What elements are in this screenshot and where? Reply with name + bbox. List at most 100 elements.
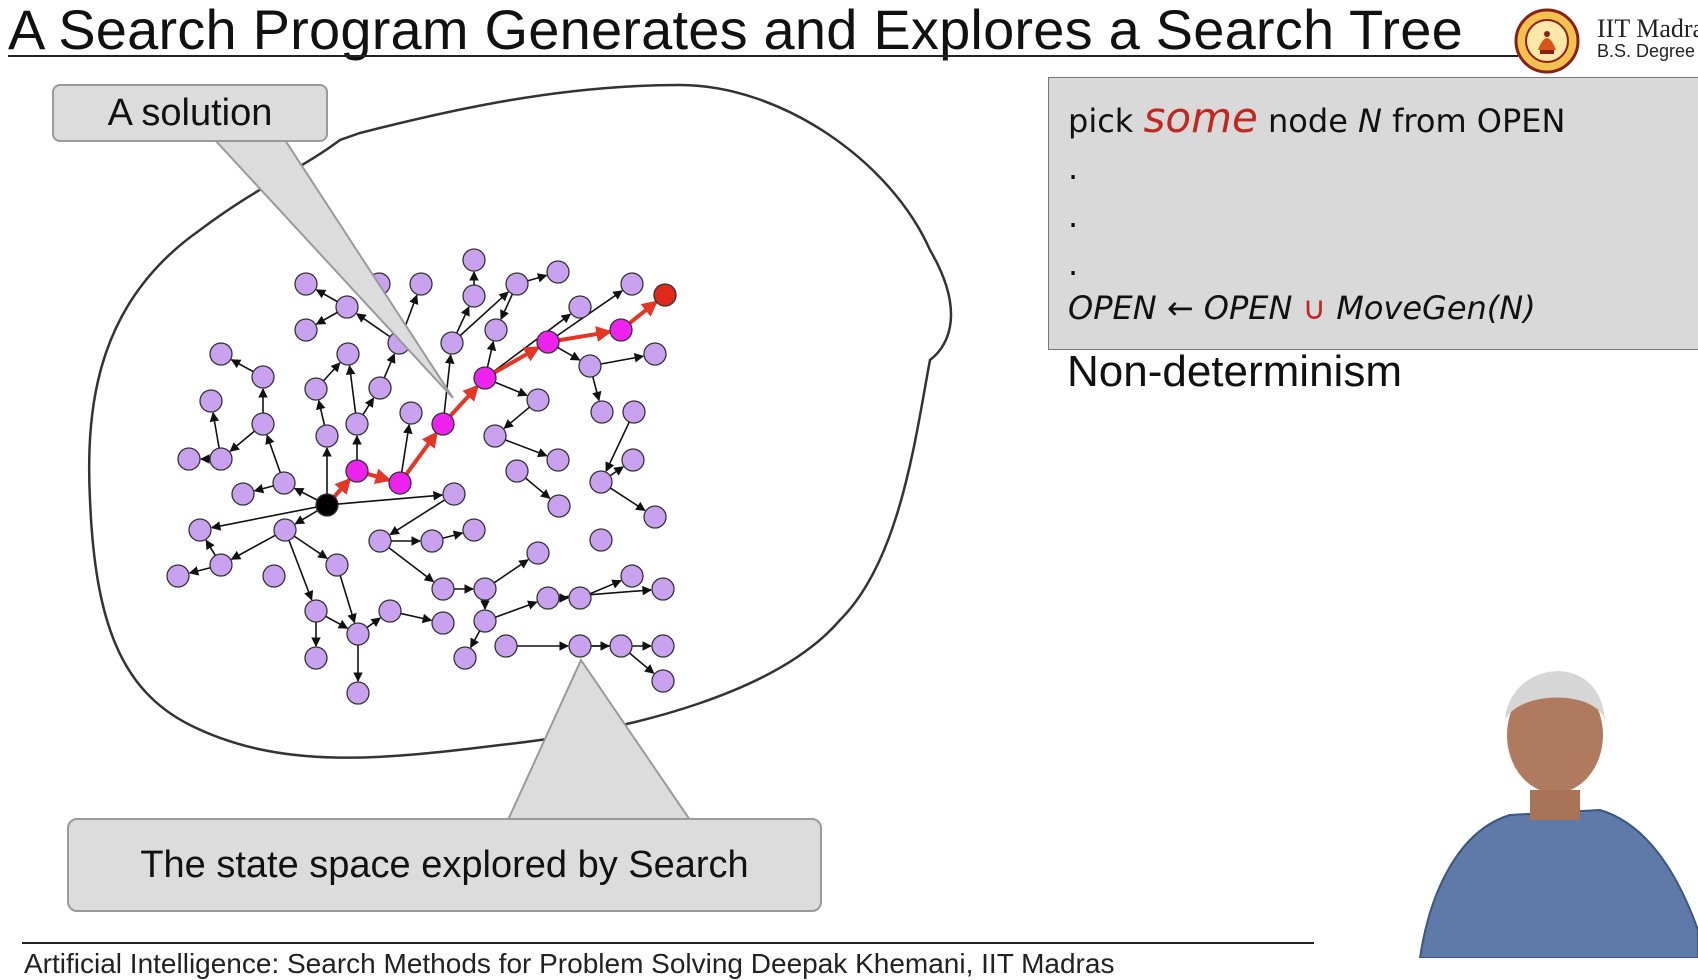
- tree-node: [526, 388, 550, 412]
- tree-node: [462, 284, 486, 308]
- tree-node: [462, 518, 486, 542]
- tree-node: [568, 586, 592, 610]
- solution-path-node: [388, 471, 412, 495]
- tree-edge: [229, 430, 256, 452]
- tree-node: [188, 518, 212, 542]
- state-space-callout-pointer: [506, 657, 692, 821]
- tree-edge: [315, 289, 338, 303]
- tree-edge: [486, 340, 497, 368]
- title-divider: [8, 55, 1518, 57]
- solution-path-node: [345, 459, 369, 483]
- code-from-open: from OPEN: [1381, 102, 1566, 140]
- tree-node: [177, 447, 201, 471]
- code-dot: .: [1068, 197, 1079, 235]
- logo-line2: B.S. Degree: [1597, 41, 1696, 61]
- code-line-update: OPEN ← OPEN ∪ MoveGen(N): [1068, 288, 1536, 328]
- tree-edge: [494, 381, 528, 397]
- tree-node: [378, 599, 402, 623]
- tree-edge: [388, 547, 435, 583]
- tree-node: [589, 470, 613, 494]
- tree-edge: [493, 313, 572, 373]
- tree-node: [505, 459, 529, 483]
- tree-edge: [455, 305, 470, 334]
- presenter-video: [1418, 671, 1698, 958]
- tree-edge: [293, 535, 328, 559]
- tree-node: [651, 577, 675, 601]
- tree-node: [643, 342, 667, 366]
- tree-node: [568, 295, 592, 319]
- tree-node: [505, 272, 529, 296]
- tree-edge: [609, 487, 646, 512]
- tree-edge: [345, 364, 357, 414]
- solution-path-edge: [448, 384, 480, 418]
- solution-path-edge: [367, 468, 392, 485]
- solution-path-edge: [628, 300, 659, 325]
- code-node-text: node: [1257, 102, 1359, 140]
- code-n-var: N: [1358, 102, 1382, 140]
- tree-edge: [628, 652, 655, 674]
- tree-edge: [294, 509, 318, 525]
- tree-edge: [293, 487, 318, 501]
- tree-edge: [592, 376, 602, 402]
- code-movegen: MoveGen(N): [1336, 289, 1536, 327]
- tree-edge: [205, 539, 217, 556]
- tree-node: [262, 564, 286, 588]
- tree-node: [651, 634, 675, 658]
- tree-node: [483, 424, 507, 448]
- tree-node: [304, 646, 328, 670]
- tree-node: [526, 541, 550, 565]
- code-some-word: some: [1143, 93, 1258, 142]
- tree-node: [304, 599, 328, 623]
- tree-edge: [605, 421, 631, 473]
- tree-edge: [503, 406, 531, 429]
- tree-node: [304, 377, 328, 401]
- union-symbol: ∪: [1302, 289, 1327, 327]
- tree-node: [546, 448, 570, 472]
- tree-edge: [316, 399, 326, 426]
- tree-edge: [337, 490, 444, 505]
- tree-edge: [524, 477, 551, 499]
- tree-node: [199, 389, 223, 413]
- tree-edge: [389, 499, 446, 536]
- tree-node: [346, 681, 370, 705]
- tree-edge: [495, 600, 538, 618]
- tree-node: [346, 622, 370, 646]
- tree-node: [643, 505, 667, 529]
- tree-node: [345, 412, 369, 436]
- solution-path-edge: [558, 326, 613, 343]
- tree-edge: [600, 353, 645, 365]
- tree-edge: [253, 484, 274, 494]
- tree-node: [251, 412, 275, 436]
- solution-callout-pointer: [212, 139, 454, 399]
- non-determinism-label: Non-determinism: [1067, 347, 1402, 396]
- footer-text: Artificial Intelligence: Search Methods …: [24, 948, 1115, 979]
- tree-node: [473, 577, 497, 601]
- tree-edge: [362, 397, 375, 416]
- tree-node: [368, 529, 392, 553]
- tree-edge: [504, 439, 548, 458]
- tree-node: [399, 401, 423, 425]
- tree-edge: [188, 566, 211, 576]
- tree-node: [453, 646, 477, 670]
- solution-path-node: [609, 318, 633, 342]
- solution-path-edge: [404, 431, 438, 476]
- solution-path-edge: [332, 477, 352, 499]
- assign-arrow-icon: ←: [1166, 289, 1194, 327]
- tree-node: [294, 318, 318, 342]
- tree-node: [536, 586, 560, 610]
- tree-edge: [442, 530, 464, 540]
- tree-node: [547, 494, 571, 518]
- tree-edge: [493, 559, 529, 584]
- tree-edge: [356, 313, 391, 338]
- tree-node: [166, 564, 190, 588]
- tree-node: [272, 471, 296, 495]
- tree-node: [409, 272, 433, 296]
- tree-node: [484, 318, 508, 342]
- logo-text: IIT Madras B.S. Degree: [1597, 16, 1698, 61]
- tree-node: [209, 553, 233, 577]
- tree-node: [609, 634, 633, 658]
- tree-edge: [589, 579, 622, 595]
- tree-edge: [209, 411, 220, 449]
- tree-edge: [315, 311, 338, 325]
- code-open-left: OPEN: [1068, 289, 1157, 327]
